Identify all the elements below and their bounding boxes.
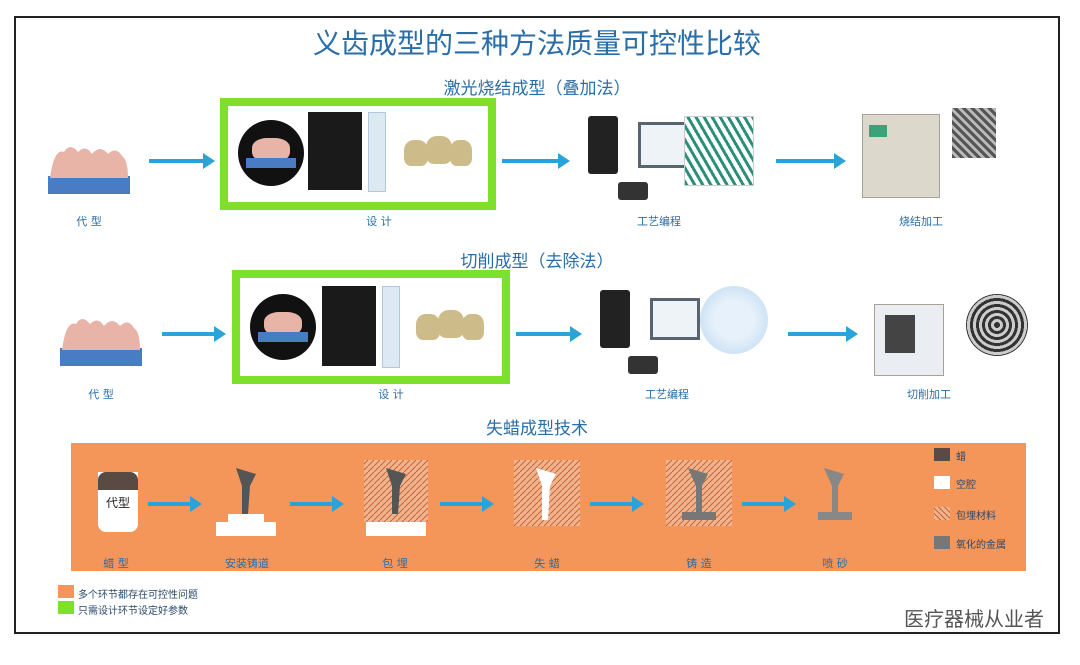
laser-design-box <box>220 98 496 210</box>
printer-image <box>628 356 658 374</box>
sintered-texture-image <box>952 108 996 158</box>
wax-step-cap: 安装铸道 <box>225 557 269 570</box>
sandblast-image <box>818 468 852 520</box>
milling-cap-milling: 切削加工 <box>907 388 951 401</box>
legend-swatch-green <box>58 601 74 614</box>
arrow-icon <box>440 496 494 512</box>
sprue-mount-image <box>216 468 276 536</box>
page-title: 义齿成型的三种方法质量可控性比较 <box>312 27 761 60</box>
computer-tower-image <box>588 116 618 174</box>
legend-swatch-metal <box>934 536 950 549</box>
milling-toolpath-image <box>700 286 768 354</box>
printer-image <box>618 182 648 200</box>
legend-swatch-cavity <box>934 476 950 489</box>
wax-step-cap: 包 埋 <box>382 557 408 570</box>
scanner-image <box>322 286 376 366</box>
milling-cap-die: 代 型 <box>88 388 114 401</box>
arrow-icon <box>590 496 644 512</box>
scanner-panel <box>368 112 386 192</box>
wax-step-cap: 失 蜡 <box>534 557 560 570</box>
casting-image <box>666 460 732 526</box>
watermark-text: 医疗器械从业者 <box>904 607 1044 631</box>
crown-image <box>426 136 452 164</box>
laser-section-title: 激光烧结成型（叠加法） <box>443 79 631 99</box>
arrow-icon <box>149 153 215 169</box>
crown-image <box>438 310 464 338</box>
legend-swatch-wax <box>934 448 950 461</box>
dewax-image <box>514 460 580 526</box>
die-model-image <box>48 147 130 194</box>
laser-cap-programming: 工艺编程 <box>637 215 681 228</box>
wax-die-label: 代型 <box>105 496 130 510</box>
legend-label-metal: 氧化的金属 <box>956 540 1006 551</box>
crown-image <box>416 314 440 340</box>
diagram-frame: 义齿成型的三种方法质量可控性比较 激光烧结成型（叠加法） 代 型 设 计 工艺编… <box>14 16 1060 634</box>
wax-step-cap: 蜡 型 <box>103 557 129 570</box>
legend-label-wax: 蜡 <box>956 452 966 463</box>
wax-die-image: 代型 <box>98 472 138 532</box>
wax-step-cap: 喷 砂 <box>822 557 848 570</box>
scan-image <box>250 294 316 360</box>
arrow-icon <box>516 326 582 342</box>
wax-section-title: 失蜡成型技术 <box>486 419 588 439</box>
wax-step-cap: 铸 造 <box>686 557 712 570</box>
legend-label-green: 只需设计环节设定好参数 <box>78 606 188 617</box>
milling-section-title: 切削成型（去除法） <box>460 252 614 272</box>
crown-image <box>404 140 428 166</box>
arrow-icon <box>502 153 570 169</box>
milling-design-box <box>232 270 510 384</box>
legend-label-orange: 多个环节都存在可控性问题 <box>78 590 198 601</box>
sintering-machine-image <box>862 114 940 198</box>
scanner-image <box>308 112 362 190</box>
toolpath-image <box>684 116 754 186</box>
monitor-image <box>650 298 700 340</box>
investment-image <box>364 460 428 536</box>
laser-cap-design: 设 计 <box>366 215 392 228</box>
milled-texture-image <box>966 294 1028 356</box>
scan-image <box>238 120 304 186</box>
legend-swatch-investment <box>934 507 950 520</box>
legend-swatch-orange <box>58 585 74 598</box>
laser-cap-die: 代 型 <box>76 215 102 228</box>
arrow-icon <box>776 153 846 169</box>
arrow-icon <box>290 496 344 512</box>
laser-cap-sintering: 烧结加工 <box>899 215 943 228</box>
milling-cap-programming: 工艺编程 <box>645 388 689 401</box>
computer-tower-image <box>600 290 630 348</box>
arrow-icon <box>162 326 226 342</box>
die-model-image <box>60 319 142 366</box>
arrow-icon <box>148 496 202 512</box>
crown-image <box>450 140 472 166</box>
scanner-panel <box>382 286 400 368</box>
crown-image <box>462 314 484 340</box>
arrow-icon <box>742 496 796 512</box>
milling-machine-image <box>874 304 944 376</box>
arrow-icon <box>788 326 858 342</box>
milling-cap-design: 设 计 <box>378 388 404 401</box>
legend-label-cavity: 空腔 <box>956 480 976 491</box>
legend-label-investment: 包埋材料 <box>956 511 996 522</box>
